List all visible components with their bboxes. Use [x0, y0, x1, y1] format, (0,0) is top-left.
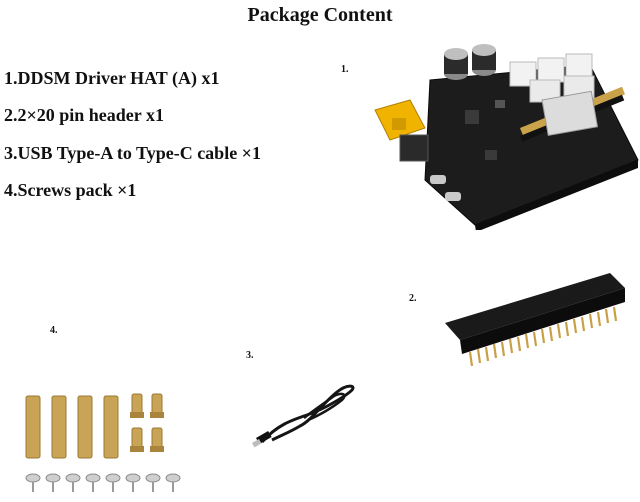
list-item-4: 4.Screws pack ×1: [4, 180, 137, 200]
figure-label-screws: 4.: [50, 325, 58, 336]
page-title: Package Content: [247, 4, 393, 26]
pin-header-image: [445, 273, 625, 367]
screws-pack-image: [25, 393, 181, 492]
list-item-1: 1.DDSM Driver HAT (A) x1: [4, 68, 220, 88]
usb-cable-image: [252, 384, 355, 448]
figure-label-cable: 3.: [246, 350, 254, 361]
driver-hat-board-image: [374, 44, 639, 230]
figure-label-header: 2.: [409, 293, 417, 304]
figure-label-board: 1.: [341, 64, 349, 75]
list-item-2: 2.2×20 pin header x1: [4, 105, 164, 125]
list-item-3: 3.USB Type-A to Type-C cable ×1: [4, 143, 261, 163]
